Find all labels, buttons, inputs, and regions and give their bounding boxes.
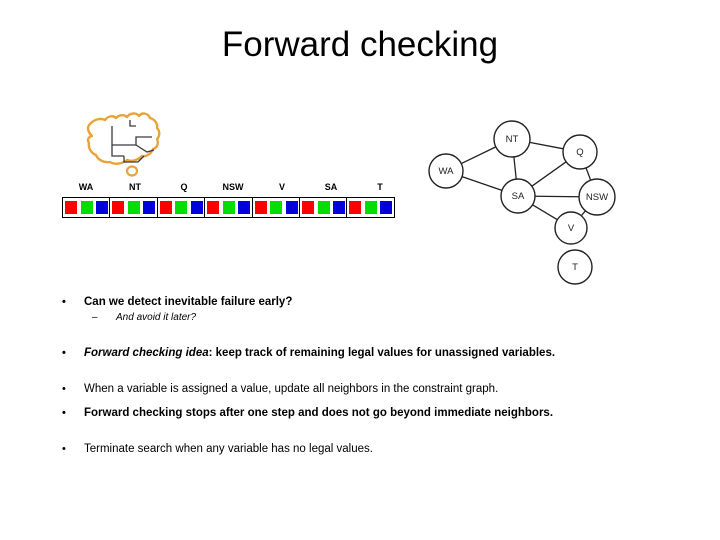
domain-swatch-red[interactable] xyxy=(112,201,125,214)
domain-cell-nsw[interactable] xyxy=(204,197,254,218)
graph-node-label-nt: NT xyxy=(506,134,519,145)
domain-swatch-blue[interactable] xyxy=(380,201,393,214)
graph-node-label-t: T xyxy=(572,262,578,273)
domain-cell-wa[interactable] xyxy=(62,197,111,218)
bullet-lead-emphasis: Forward checking idea xyxy=(84,347,209,359)
graph-node-label-q: Q xyxy=(576,147,583,158)
graph-edge-nt-q xyxy=(529,141,564,150)
graph-edge-nt-sa xyxy=(513,156,517,180)
domain-swatch-blue[interactable] xyxy=(285,201,298,214)
domain-swatch-green[interactable] xyxy=(364,201,377,214)
domain-swatch-red[interactable] xyxy=(302,201,315,214)
domain-swatch-green[interactable] xyxy=(222,201,235,214)
domain-strip: WA NT Q NSW V SA T xyxy=(62,182,404,220)
domain-label-sa: SA xyxy=(324,182,338,192)
bullet-text: : keep track of remaining legal values f… xyxy=(208,347,556,359)
domain-swatch-red[interactable] xyxy=(65,201,77,214)
graph-node-label-nsw: NSW xyxy=(586,192,608,203)
map-state-border-4 xyxy=(123,155,145,163)
bullet-item-1: • Can we detect inevitable failure early… xyxy=(0,294,720,310)
graph-edge-sa-nsw xyxy=(534,195,580,198)
domain-cell-q[interactable] xyxy=(156,197,206,218)
map-state-border-5 xyxy=(129,120,136,127)
domain-cell-v[interactable] xyxy=(251,197,301,218)
sub-bullet-text: And avoid it later? xyxy=(116,312,197,323)
domain-label-nsw: NSW xyxy=(222,182,244,192)
bullet-marker: • xyxy=(62,383,66,395)
graph-node-label-sa: SA xyxy=(512,191,525,202)
domain-swatch-blue[interactable] xyxy=(96,201,108,214)
graph-edge-q-sa xyxy=(531,161,567,187)
domain-label-t: T xyxy=(377,182,383,192)
sub-bullet-item-1: – And avoid it later? xyxy=(0,310,720,325)
domain-swatch-red[interactable] xyxy=(254,201,267,214)
bullet-marker: • xyxy=(62,296,66,308)
bullet-text: When a variable is assigned a value, upd… xyxy=(84,383,499,395)
graph-edge-sa-v xyxy=(532,204,558,221)
graph-node-label-v: V xyxy=(568,223,575,234)
domain-swatch-green[interactable] xyxy=(270,201,283,214)
graph-node-v[interactable] xyxy=(554,211,588,245)
domain-cell-t[interactable] xyxy=(346,197,396,218)
domain-swatch-blue[interactable] xyxy=(238,201,251,214)
graph-node-nsw[interactable] xyxy=(578,178,616,216)
bullet-text: Forward checking stops after one step an… xyxy=(84,407,554,419)
bullet-item-3: • When a variable is assigned a value, u… xyxy=(0,381,720,397)
domain-label-nt: NT xyxy=(129,182,141,192)
graph-edge-q-nsw xyxy=(585,167,592,181)
domain-label-wa: WA xyxy=(78,182,94,192)
constraint-graph: WA NT Q SA NSW V T xyxy=(418,112,658,292)
graph-node-nt[interactable] xyxy=(493,120,531,158)
domain-swatch-red[interactable] xyxy=(159,201,172,214)
graph-node-label-wa: WA xyxy=(439,166,455,177)
domain-label-v: V xyxy=(278,182,285,192)
domain-cell-row xyxy=(62,197,396,218)
bullet-text: Can we detect inevitable failure early? xyxy=(84,296,293,308)
graph-node-wa[interactable] xyxy=(428,153,464,189)
bullet-text: Terminate search when any variable has n… xyxy=(84,443,373,455)
domain-swatch-red[interactable] xyxy=(349,201,362,214)
domain-label-q: Q xyxy=(180,182,188,192)
bullet-marker: • xyxy=(62,443,66,455)
domain-swatch-blue[interactable] xyxy=(333,201,346,214)
bullet-marker: • xyxy=(62,407,66,419)
page-title: Forward checking xyxy=(221,25,499,64)
domain-swatch-green[interactable] xyxy=(127,201,140,214)
domain-swatch-green[interactable] xyxy=(80,201,93,214)
graph-edge-nsw-v xyxy=(580,210,586,217)
bullet-list: • Can we detect inevitable failure early… xyxy=(0,294,720,457)
map-state-border-3 xyxy=(135,144,155,153)
graph-node-t[interactable] xyxy=(557,249,593,285)
domain-cell-nt[interactable] xyxy=(109,197,159,218)
graph-edge-wa-sa xyxy=(461,175,503,192)
graph-node-sa[interactable] xyxy=(500,178,536,214)
map-state-border-1 xyxy=(111,126,152,146)
graph-node-q[interactable] xyxy=(562,134,598,170)
map-country-outline xyxy=(86,112,161,165)
domain-swatch-blue[interactable] xyxy=(190,201,203,214)
domain-cell-sa[interactable] xyxy=(299,197,349,218)
bullet-item-5: • Terminate search when any variable has… xyxy=(0,441,720,457)
bullet-marker: • xyxy=(62,347,66,359)
sub-bullet-marker: – xyxy=(92,312,98,323)
domain-swatch-blue[interactable] xyxy=(143,201,156,214)
domain-swatch-red[interactable] xyxy=(207,201,220,214)
australia-map-svg xyxy=(86,112,161,177)
constraint-graph-svg: WA NT Q SA NSW V T xyxy=(428,120,616,285)
bullet-item-2: • Forward checking idea: keep track of r… xyxy=(0,345,720,361)
domain-variable-labels: WA NT Q NSW V SA T xyxy=(62,182,404,196)
map-tasmania xyxy=(125,165,139,177)
domain-swatch-green[interactable] xyxy=(317,201,330,214)
graph-edge-wa-nt xyxy=(461,146,497,165)
bullet-item-4: • Forward checking stops after one step … xyxy=(0,405,720,421)
domain-swatch-green[interactable] xyxy=(175,201,188,214)
australia-map-thumbnail xyxy=(72,106,168,180)
map-state-border-2 xyxy=(111,145,124,157)
